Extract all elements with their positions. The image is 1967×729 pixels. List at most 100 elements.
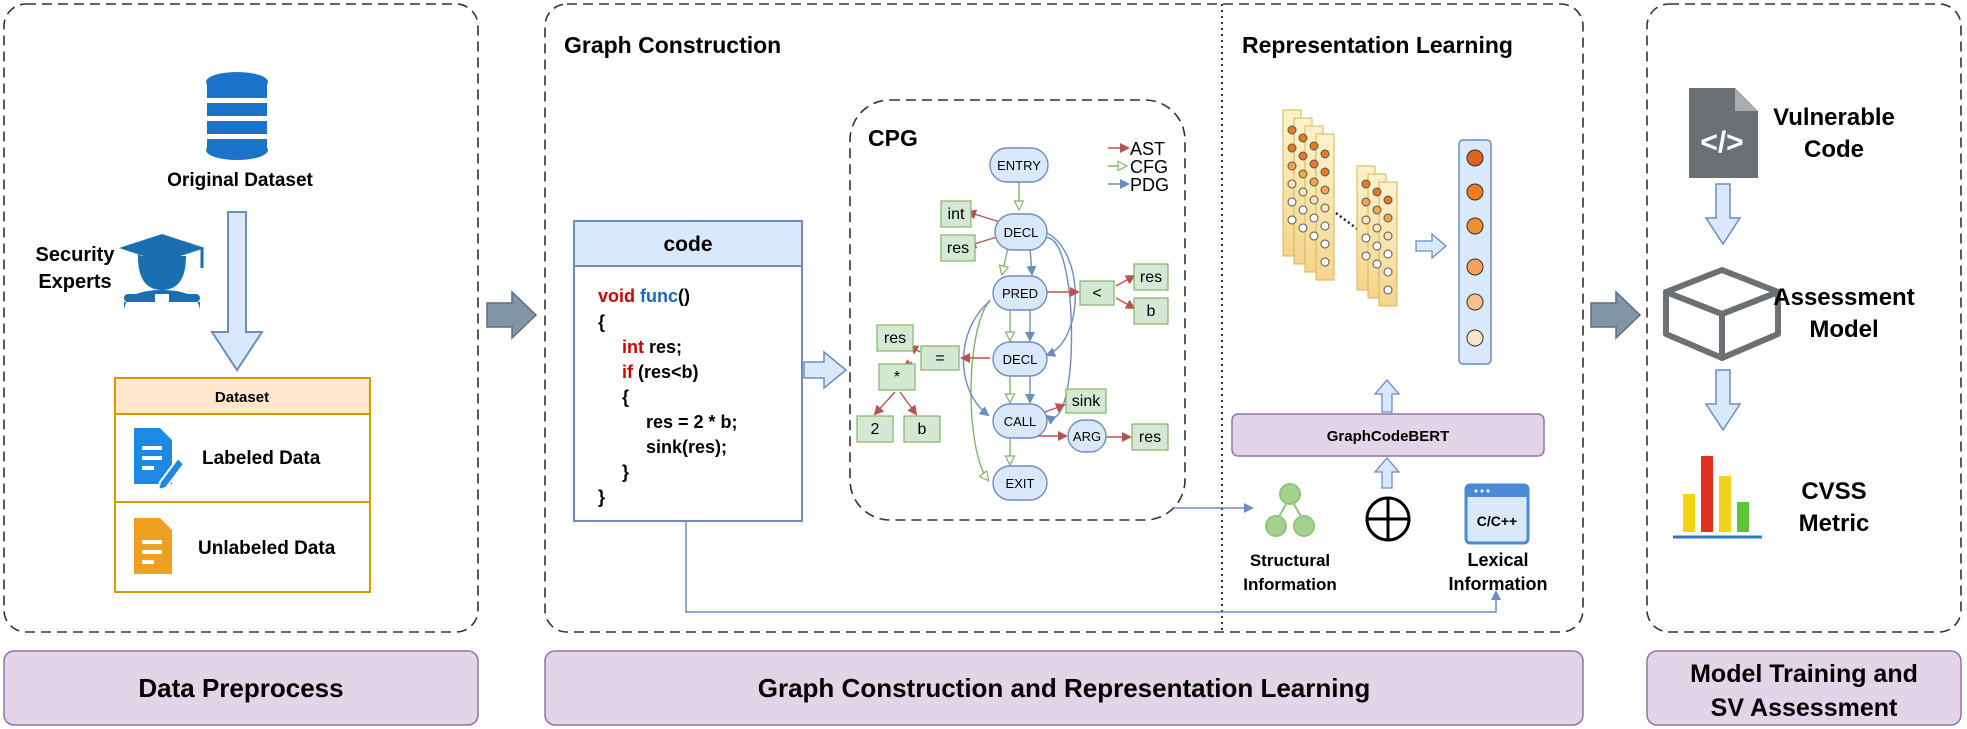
unlabeled-file-icon [134,518,172,574]
expert-icon [119,234,205,310]
leaf-res-4-label: res [1139,429,1161,446]
graph-panel: Graph Construction Representation Learni… [544,3,1584,633]
output-vector [1458,139,1492,365]
code-line-4: if (res<b) [622,362,699,382]
cpg-leaves: int res < res b res = * 2 b sink res [856,200,1169,451]
graph-construction-title: Graph Construction [564,32,781,58]
security-experts-label-2: Experts [38,271,111,293]
code-line-2: { [598,312,605,332]
leaf-res-1 [940,234,976,262]
code-line-8: } [622,462,629,482]
code-line-1: void func() [598,286,690,306]
code-to-lexical-line [685,521,1501,613]
leaf-int-label: int [948,206,965,223]
panel-arrow-1 [486,290,538,340]
stack-to-vector-arrow [1415,232,1447,260]
leaf-two [856,415,894,443]
footer-preprocess-label: Data Preprocess [138,673,343,703]
feature-stack-1-dots [1287,125,1330,267]
node-call [992,403,1048,439]
code-line-6: res = 2 * b; [646,412,738,432]
legend-ast: AST [1130,139,1165,159]
vulnerable-code-label-1: Vulnerable [1773,104,1895,131]
svg-text:</>: </> [1700,126,1743,159]
footer-graph-label: Graph Construction and Representation Le… [758,673,1371,703]
leaf-b-1 [1133,297,1169,325]
feature-stack-2-dots [1361,179,1393,295]
cvss-label-2: Metric [1799,510,1870,537]
node-decl-2 [992,341,1048,377]
leaf-res-4 [1131,423,1169,451]
vulnerable-code-label-2: Code [1804,136,1864,163]
leaf-b-1-label: b [1147,303,1156,320]
node-call-label: CALL [1004,414,1037,429]
cpg-title: CPG [868,125,918,151]
unlabeled-data-label: Unlabeled Data [198,538,336,559]
feature-stack-1 [1282,109,1335,281]
footer-graph: Graph Construction and Representation Le… [544,650,1584,726]
lexical-label-2: Information [1449,574,1548,594]
model-panel: </> Vulnerable Code Assessment Model CVS… [1646,3,1962,633]
code-to-cpg-arrow [803,350,848,390]
exclamation-mark: ! [136,245,143,267]
leaf-star-label: * [894,369,900,386]
cube-icon [1663,267,1781,361]
panel-arrow-2 [1590,290,1642,340]
model-up-arrow [1373,379,1401,413]
cpg-legend: AST CFG PDG [1108,139,1169,195]
original-dataset-label: Original Dataset [167,170,313,191]
database-icon [205,72,269,160]
leaf-res-2 [1133,263,1169,291]
assessment-model-label-1: Assessment [1773,284,1914,311]
preprocess-panel: Original Dataset ! Security Experts Data… [3,3,479,633]
node-arg-label: ARG [1073,429,1101,444]
leaf-sink-label: sink [1072,393,1101,410]
lexical-label-1: Lexical [1467,550,1528,570]
leaf-res-3 [876,324,914,352]
legend-cfg: CFG [1130,157,1168,177]
assessment-model-label-2: Model [1809,316,1878,343]
code-window-lang: C/C++ [1477,513,1517,529]
node-exit-label: EXIT [1006,476,1035,491]
dataset-header-label: Dataset [215,389,269,406]
footer-preprocess: Data Preprocess [3,650,479,726]
labeled-data-label: Labeled Data [202,448,321,469]
graphcodebert-box [1231,413,1545,457]
security-experts-label-1: Security [36,244,116,266]
code-header [573,220,803,267]
leaf-lt-label: < [1092,285,1101,302]
leaf-b-2-label: b [918,421,927,438]
model-down-arrow-1 [1704,183,1742,246]
cvss-chart-icon [1673,456,1762,539]
node-decl-1 [994,213,1048,251]
node-entry [989,147,1049,183]
leaf-int [940,200,972,228]
leaf-res-2-label: res [1140,269,1162,286]
cvss-label-1: CVSS [1801,478,1866,505]
representation-learning-title: Representation Learning [1242,32,1513,58]
footer-model: Model Training and SV Assessment [1646,650,1962,726]
leaf-eq [920,345,960,371]
code-lines: void func() { int res; if (res<b) { res … [598,286,738,507]
footer-model-label-2: SV Assessment [1711,694,1898,722]
leaf-res-3-label: res [884,330,906,347]
labeled-file-icon [134,428,186,492]
code-box [573,220,803,522]
leaf-b-2 [903,415,941,443]
code-line-7: sink(res); [646,437,727,457]
node-pred-label: PRED [1002,286,1038,301]
leaf-res-1-label: res [947,240,969,257]
node-decl-2-label: DECL [1003,352,1038,367]
stack-connector [1335,212,1365,235]
combine-icon [1365,496,1411,542]
leaf-star [878,363,916,391]
code-line-9: } [598,487,605,507]
cpg-nodes: ENTRY DECL PRED DECL CALL ARG EXIT [989,147,1107,501]
leaf-two-label: 2 [871,421,880,438]
leaf-sink [1065,388,1107,414]
leaf-eq-label: = [935,350,944,367]
structural-graph-icon [1265,483,1315,537]
code-window-icon [1464,483,1530,545]
cpg-edges [873,181,1136,480]
